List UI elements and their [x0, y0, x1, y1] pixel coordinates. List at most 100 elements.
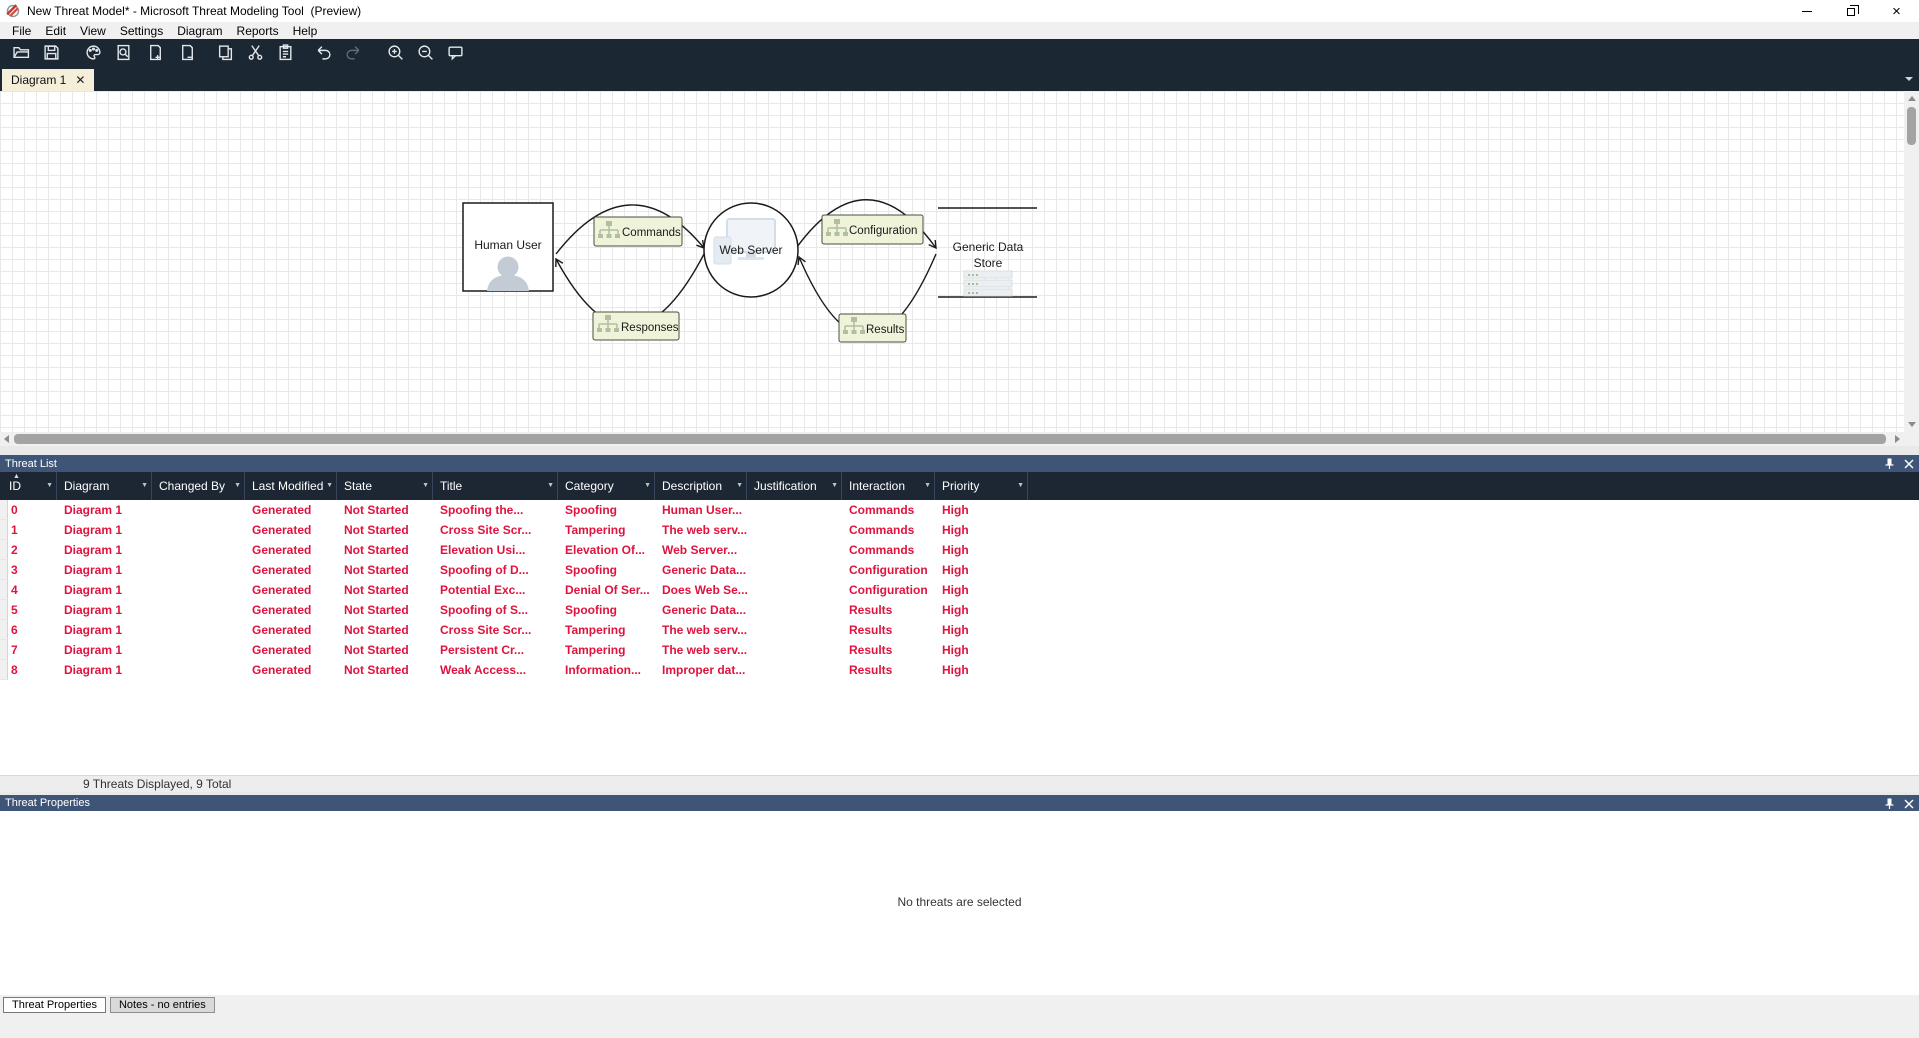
filter-icon[interactable]: ▼	[234, 482, 241, 489]
palette-button[interactable]	[78, 40, 108, 65]
copy-button[interactable]	[210, 40, 240, 65]
scroll-right-icon[interactable]	[1895, 435, 1900, 443]
column-header-last-modified[interactable]: Last Modified▼	[245, 472, 337, 500]
threat-row-7[interactable]: 7 Diagram 1 Generated Not Started Persis…	[0, 640, 1919, 660]
flow-label-commands[interactable]: Commands	[593, 216, 683, 247]
close-panel-icon[interactable]	[1904, 799, 1914, 809]
tab-notes[interactable]: Notes - no entries	[109, 997, 215, 1013]
node-generic-data-store[interactable]: Generic Data Store	[938, 207, 1037, 298]
filter-icon[interactable]: ▼	[46, 482, 53, 489]
menu-diagram[interactable]: Diagram	[177, 23, 223, 38]
filter-icon[interactable]: ▼	[1017, 482, 1024, 489]
restore-button[interactable]	[1829, 0, 1874, 22]
close-panel-icon[interactable]	[1904, 459, 1914, 469]
scroll-up-icon[interactable]	[1908, 96, 1916, 101]
threat-row-4[interactable]: 4 Diagram 1 Generated Not Started Potent…	[0, 580, 1919, 600]
threat-row-1[interactable]: 1 Diagram 1 Generated Not Started Cross …	[0, 520, 1919, 540]
column-label: Diagram	[64, 479, 110, 493]
filter-icon[interactable]: ▼	[326, 482, 333, 489]
canvas-vertical-scrollbar[interactable]	[1904, 91, 1919, 432]
filter-icon[interactable]: ▼	[831, 482, 838, 489]
close-icon: ×	[1892, 2, 1901, 20]
close-window-button[interactable]: ×	[1874, 0, 1919, 22]
cell-priority: High	[942, 603, 969, 617]
filter-icon[interactable]: ▼	[547, 482, 554, 489]
column-header-filler	[1028, 472, 1919, 500]
node-human-user[interactable]: Human User	[462, 202, 554, 292]
horizontal-scroll-thumb[interactable]	[14, 434, 1886, 444]
flow-label-responses[interactable]: Responses	[592, 311, 680, 341]
threat-row-2[interactable]: 2 Diagram 1 Generated Not Started Elevat…	[0, 540, 1919, 560]
column-header-state[interactable]: State▼	[337, 472, 433, 500]
sort-ascending-icon: ▲	[13, 473, 20, 480]
scroll-down-icon[interactable]	[1908, 422, 1916, 427]
cell-justification	[747, 520, 842, 540]
menu-edit[interactable]: Edit	[45, 23, 67, 38]
menu-view[interactable]: View	[80, 23, 106, 38]
menu-reports[interactable]: Reports	[236, 23, 279, 38]
threat-row-5[interactable]: 5 Diagram 1 Generated Not Started Spoofi…	[0, 600, 1919, 620]
column-header-justification[interactable]: Justification▼	[747, 472, 842, 500]
cell-priority: High	[942, 563, 969, 577]
cell-diagram: Diagram 1	[64, 663, 123, 677]
filter-icon[interactable]: ▼	[141, 482, 148, 489]
column-label: Last Modified	[252, 479, 324, 493]
filter-icon[interactable]: ▼	[644, 482, 651, 489]
threat-row-0[interactable]: 0 Diagram 1 Generated Not Started Spoofi…	[0, 500, 1919, 520]
filter-icon[interactable]: ▼	[736, 482, 743, 489]
tab-close-icon[interactable]: ✕	[75, 73, 86, 87]
threat-row-8[interactable]: 8 Diagram 1 Generated Not Started Weak A…	[0, 660, 1919, 680]
tab-diagram-1[interactable]: Diagram 1 ✕	[2, 69, 95, 91]
zoom-in-button[interactable]	[380, 40, 410, 65]
flow-label-configuration[interactable]: Configuration	[821, 214, 924, 245]
threat-row-6[interactable]: 6 Diagram 1 Generated Not Started Cross …	[0, 620, 1919, 640]
cell-interaction: Results	[849, 623, 893, 637]
column-header-interaction[interactable]: Interaction▼	[842, 472, 935, 500]
pin-icon[interactable]	[1884, 798, 1895, 810]
scroll-left-icon[interactable]	[4, 435, 9, 443]
menu-help[interactable]: Help	[292, 23, 318, 38]
paste-button[interactable]	[270, 40, 300, 65]
panel-splitter[interactable]	[0, 792, 1919, 795]
cell-justification	[747, 540, 842, 560]
cell-changed-by	[152, 620, 245, 640]
vertical-scroll-thumb[interactable]	[1907, 107, 1916, 145]
undo-button[interactable]	[308, 40, 338, 65]
node-web-server[interactable]: Web Server	[703, 202, 799, 298]
menu-file[interactable]: File	[12, 23, 32, 38]
cell-title: Cross Site Scr...	[440, 523, 532, 537]
tab-threat-properties[interactable]: Threat Properties	[3, 997, 106, 1013]
column-header-diagram[interactable]: Diagram ▼	[57, 472, 152, 500]
cell-priority: High	[942, 623, 969, 637]
column-header-priority[interactable]: Priority▼	[935, 472, 1028, 500]
open-button[interactable]	[6, 40, 36, 65]
save-button[interactable]	[36, 40, 66, 65]
menu-settings[interactable]: Settings	[119, 23, 164, 38]
minimize-button[interactable]	[1784, 0, 1829, 22]
column-header-description[interactable]: Description▼	[655, 472, 747, 500]
redo-button[interactable]	[338, 40, 368, 65]
flow-arc-commands[interactable]	[555, 204, 704, 255]
tab-list-dropdown-icon[interactable]	[1905, 77, 1913, 81]
column-header-changed-by[interactable]: Changed By▼	[152, 472, 245, 500]
column-header-id[interactable]: ▲ ID ▼	[0, 472, 57, 500]
document-search-button[interactable]	[108, 40, 138, 65]
flow-label-results[interactable]: Results	[838, 313, 907, 343]
panel-splitter[interactable]	[0, 446, 1919, 455]
add-document-button[interactable]	[140, 40, 170, 65]
filter-icon[interactable]: ▼	[422, 482, 429, 489]
remove-document-button[interactable]	[172, 40, 202, 65]
cell-last-modified: Generated	[252, 663, 312, 677]
cut-button[interactable]	[240, 40, 270, 65]
diagram-canvas[interactable]: Human User Web Server	[0, 91, 1904, 432]
filter-icon[interactable]: ▼	[924, 482, 931, 489]
cell-category: Information...	[565, 663, 641, 677]
threat-row-3[interactable]: 3 Diagram 1 Generated Not Started Spoofi…	[0, 560, 1919, 580]
pin-icon[interactable]	[1884, 458, 1895, 470]
column-header-category[interactable]: Category▼	[558, 472, 655, 500]
zoom-out-button[interactable]	[410, 40, 440, 65]
feedback-button[interactable]	[440, 40, 470, 65]
column-header-title[interactable]: Title▼	[433, 472, 558, 500]
palette-icon	[85, 45, 101, 60]
canvas-horizontal-scrollbar[interactable]	[0, 432, 1904, 446]
